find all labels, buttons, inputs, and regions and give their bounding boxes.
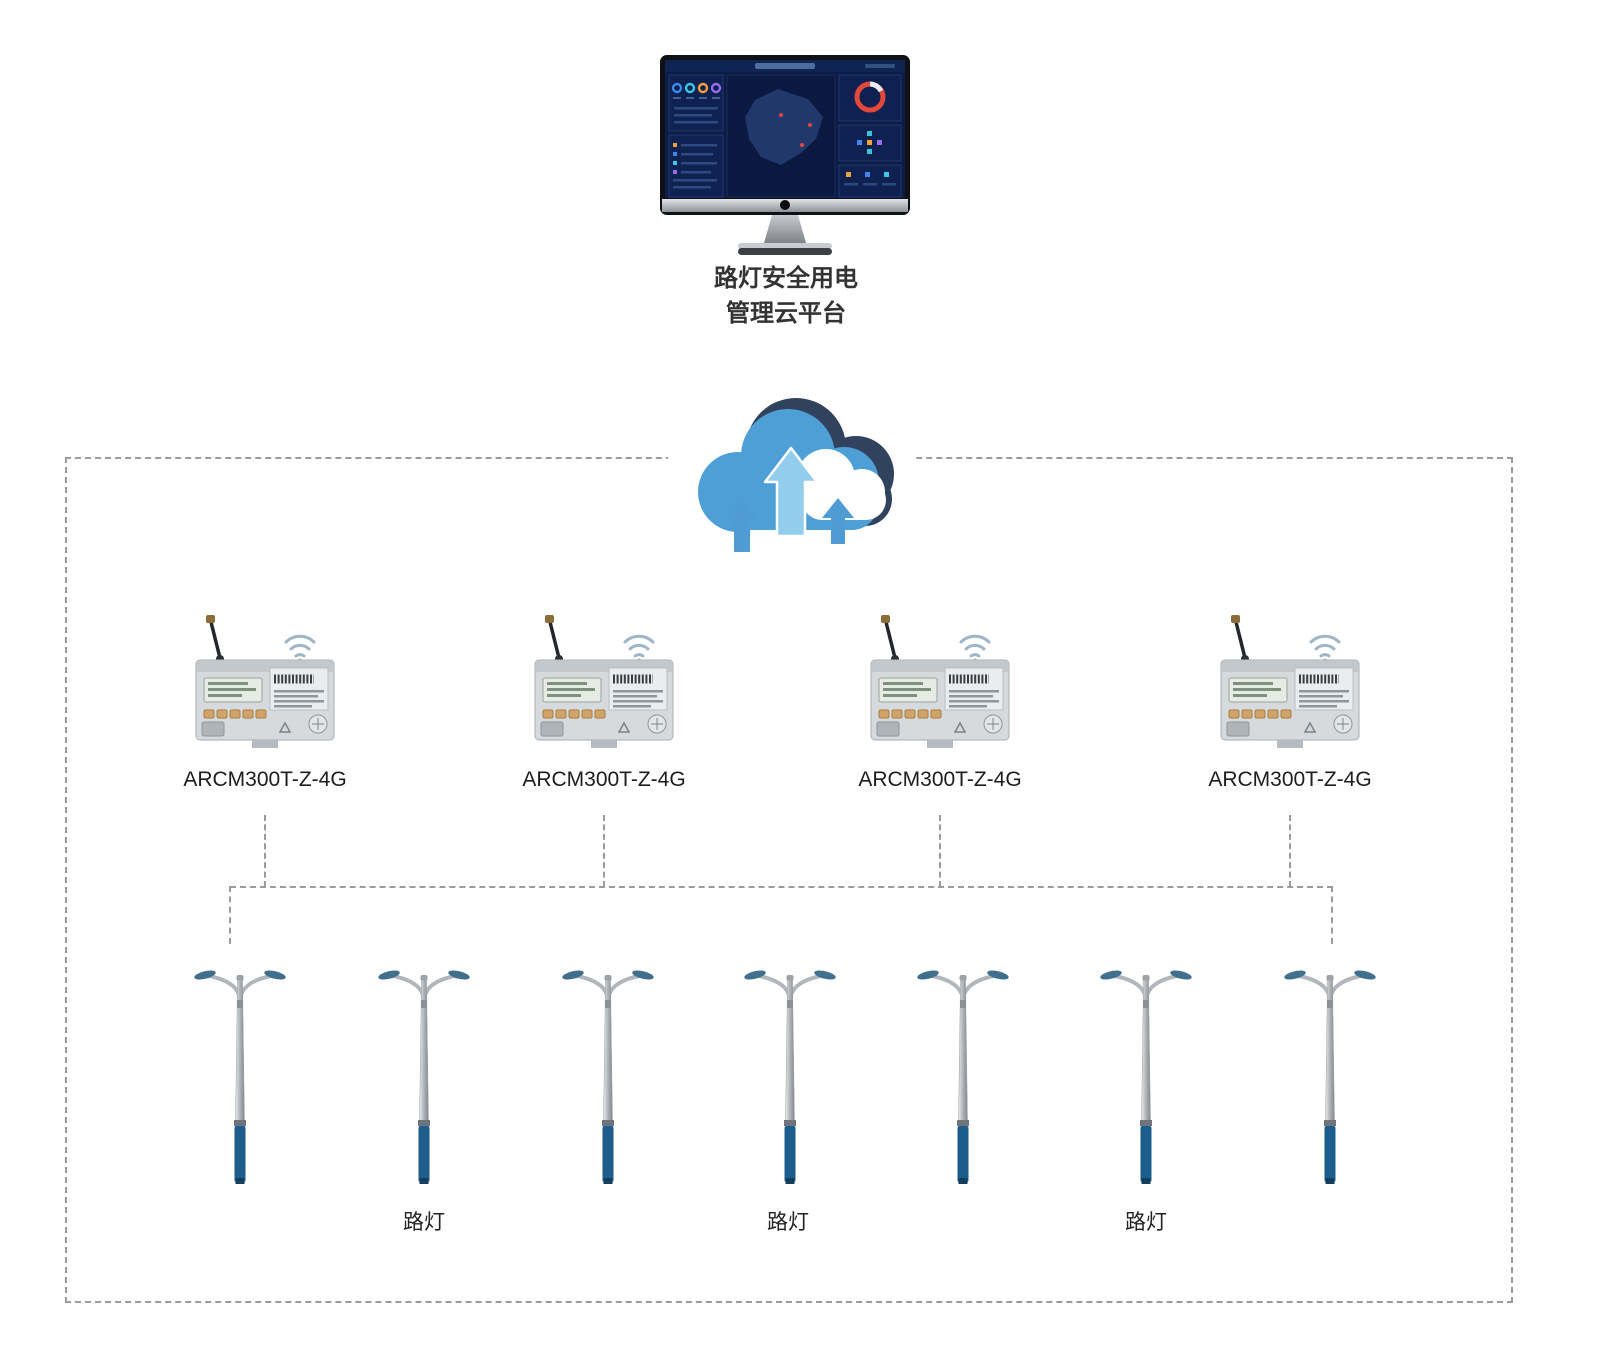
dashboard-right-panels <box>838 74 902 198</box>
antenna-icon <box>206 615 224 663</box>
connector-drop-left <box>229 886 231 944</box>
wifi-signal-icon <box>1309 634 1341 664</box>
upload-arrow-left <box>725 500 759 552</box>
connector-meter-3 <box>939 815 941 887</box>
device-label: ARCM300T-Z-4G <box>858 768 1022 791</box>
meter-body <box>534 659 674 748</box>
meter-device-2: ARCM300T-Z-4G <box>519 612 689 792</box>
streetlight-label-1: 路灯 <box>403 1211 445 1234</box>
upload-arrow-main <box>763 446 819 538</box>
street-light-6 <box>1091 950 1201 1195</box>
device-label: ARCM300T-Z-4G <box>522 768 686 791</box>
antenna-icon <box>881 615 899 663</box>
street-light-3 <box>553 950 663 1195</box>
connector-meter-1 <box>264 815 266 887</box>
meter-body <box>870 659 1010 748</box>
platform-title-line2: 管理云平台 <box>726 299 846 327</box>
meter-body <box>195 659 335 748</box>
street-light-1 <box>185 950 295 1195</box>
wifi-signal-icon <box>623 634 655 664</box>
meter-body <box>1220 659 1360 748</box>
connector-meter-4 <box>1289 815 1291 887</box>
connector-drop-right <box>1331 886 1333 944</box>
platform-title: 路灯安全用电 管理云平台 <box>636 262 936 332</box>
antenna-icon <box>1231 615 1249 663</box>
dashboard-left-panels <box>668 74 724 198</box>
device-label: ARCM300T-Z-4G <box>1208 768 1372 791</box>
street-light-5 <box>908 950 1018 1195</box>
street-light-2 <box>369 950 479 1195</box>
antenna-icon <box>545 615 563 663</box>
device-label: ARCM300T-Z-4G <box>183 768 347 791</box>
street-light-7 <box>1275 950 1385 1195</box>
wifi-signal-icon <box>284 634 316 664</box>
connector-meter-2 <box>603 815 605 887</box>
cloud-upload-icon <box>668 382 914 574</box>
monitor-stand-neck <box>764 215 806 243</box>
street-light-4 <box>735 950 845 1195</box>
wifi-signal-icon <box>959 634 991 664</box>
meter-device-3: ARCM300T-Z-4G <box>855 612 1025 792</box>
dashboard-map <box>726 74 836 198</box>
monitor-logo-dot <box>780 200 790 210</box>
dashboard-monitor <box>660 55 910 267</box>
meter-device-1: ARCM300T-Z-4G <box>180 612 350 792</box>
streetlight-label-3: 路灯 <box>1125 1211 1167 1234</box>
connector-bus <box>230 886 1333 888</box>
streetlight-label-2: 路灯 <box>767 1211 809 1234</box>
meter-device-4: ARCM300T-Z-4G <box>1205 612 1375 792</box>
platform-title-line1: 路灯安全用电 <box>714 265 858 292</box>
monitor-stand-base <box>738 243 832 249</box>
upload-arrow-right <box>822 498 854 544</box>
